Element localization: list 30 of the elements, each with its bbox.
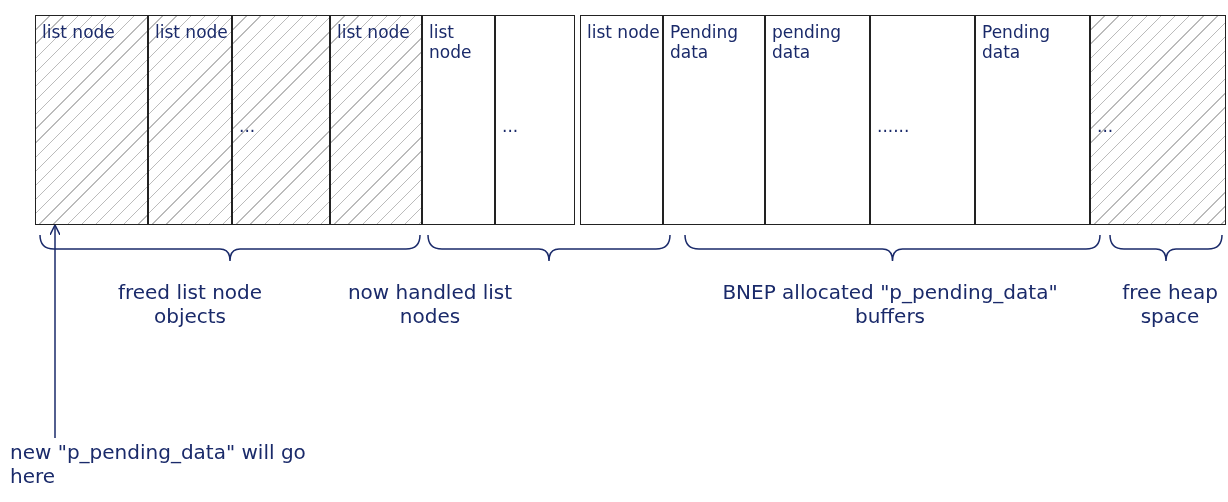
cell-label: list node: [587, 22, 660, 42]
memory-cell: [422, 15, 495, 225]
memory-cell: [1090, 15, 1226, 225]
brace-label: freed list node objects: [116, 280, 264, 328]
cell-label: ...: [502, 116, 519, 136]
memory-cell: [580, 15, 663, 225]
arrow: [49, 224, 61, 439]
cell-label: pending data: [772, 22, 843, 62]
memory-cell: [495, 15, 575, 225]
memory-cell: [975, 15, 1090, 225]
memory-cell: [870, 15, 975, 225]
cell-label: ...: [1097, 116, 1114, 136]
brace-label: free heap space: [1121, 280, 1219, 328]
memory-cell: [663, 15, 765, 225]
cell-label: list node: [155, 22, 228, 42]
brace-label: now handled list nodes: [346, 280, 514, 328]
cell-label: Pending data: [670, 22, 739, 62]
cell-label: ...: [239, 116, 256, 136]
memory-cell: [330, 15, 422, 225]
memory-cell: [35, 15, 148, 225]
cell-label: Pending data: [982, 22, 1051, 62]
cell-label: list node: [337, 22, 410, 42]
memory-cell: [148, 15, 232, 225]
brace-label: BNEP allocated "p_pending_data" buffers: [721, 280, 1059, 328]
cell-label: ......: [877, 116, 910, 136]
memory-cell: [232, 15, 330, 225]
annotation-text: new "p_pending_data" will go here: [10, 440, 310, 488]
memory-cell: [765, 15, 870, 225]
cell-label: list node: [429, 22, 473, 62]
cell-label: list node: [42, 22, 115, 42]
